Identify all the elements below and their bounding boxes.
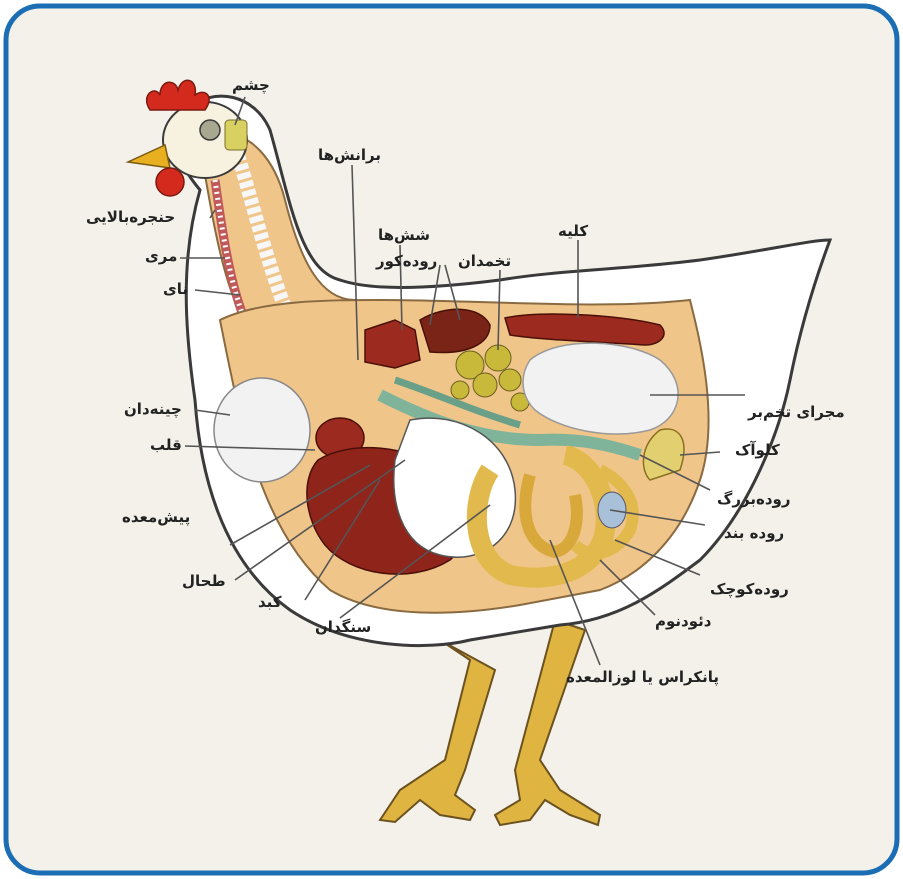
label-larynx: حنجره‌بالایی [86,208,175,226]
label-bronchi: برانش‌ها [318,146,381,164]
label-liver: کبد [258,593,282,611]
label-eye: چشم [232,76,270,94]
label-lungs: شش‌ها [378,226,430,244]
label-cloaca: کلوآک [735,441,780,459]
label-small-intestine: روده‌کوچک [710,580,789,598]
label-gizzard: سنگدان [315,618,371,636]
label-heart: قلب [150,436,182,454]
label-cecum: روده‌کور [376,252,437,270]
label-crop: چینه‌دان [124,400,182,418]
label-pancreas: پانکراس یا لوزالمعده [566,668,719,686]
label-kidney: کلیه [558,222,588,240]
label-proventriculus: پیش‌معده [122,508,190,526]
label-ovary: تخمدان [458,252,511,270]
label-duodenum: دئودنوم [655,612,711,630]
label-large-intestine: روده‌بزرگ [717,490,790,508]
label-mesentery: روده بند [724,524,784,542]
label-oviduct: مجرای تخم‌بر [748,403,845,421]
label-trachea: نای [163,280,188,298]
label-esophagus: مری [145,247,177,265]
eye-shape [200,120,220,140]
wattle [156,168,184,196]
crop-shape [214,378,310,482]
label-spleen: طحال [182,572,226,590]
